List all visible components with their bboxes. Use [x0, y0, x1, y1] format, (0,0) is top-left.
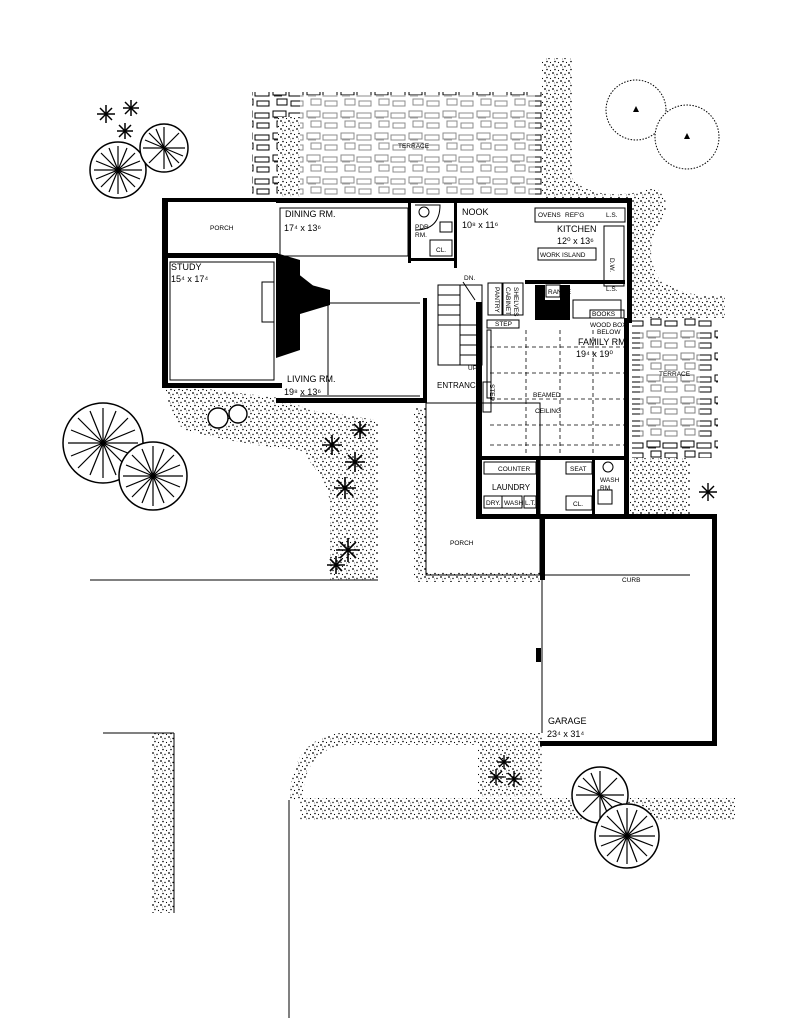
nook-dim: 10⁸ x 11⁶ [462, 220, 499, 230]
dw-label: D.W. [608, 258, 615, 272]
living-dim: 19⁸ x 13⁶ [284, 387, 321, 397]
garage-dim: 23⁴ x 31⁴ [547, 729, 584, 739]
dining-label: DINING RM. [285, 209, 336, 219]
gravel-right-bed [630, 458, 690, 514]
step-label-2: STEP [488, 384, 495, 401]
fixture-labels: OVENS REF'G L.S. L.S. D.W. WORK ISLAND C… [436, 212, 640, 584]
tree-top-left-1 [89, 141, 147, 199]
stair-down-label: DN. [464, 275, 475, 282]
wood-box-below-label: BELOW [597, 329, 621, 336]
shrub-top-left-b [123, 100, 139, 116]
closet-label-2: CL. [573, 501, 583, 508]
study-dim: 15⁴ x 17⁴ [171, 274, 208, 284]
staircase [437, 281, 483, 366]
gravel-front-left [165, 385, 378, 580]
counter-label: COUNTER [498, 466, 530, 473]
pdr-label: PDR [415, 224, 429, 231]
range-label: RANGE [548, 289, 572, 296]
entrance-label: ENTRANCE [437, 381, 481, 390]
pdr-label-2: RM. [415, 232, 427, 239]
interior-details [169, 204, 626, 733]
site-lines [90, 574, 690, 1018]
family-dim: 19⁴ x 19⁰ [576, 349, 613, 359]
tree-top-left-2 [139, 123, 189, 173]
beamed-label: BEAMED [533, 392, 561, 399]
garage-label: GARAGE [548, 716, 587, 726]
gravel-bottom-strip [300, 798, 735, 820]
shrub-top-left-a [97, 105, 115, 123]
washer-label: WASH. [504, 500, 525, 507]
porch-left-label: PORCH [210, 225, 234, 232]
beamed-ceiling [490, 330, 624, 455]
closet-label-1: CL. [436, 247, 446, 254]
gravel-curb-curve [290, 733, 542, 800]
kitchen-label: KITCHEN [557, 224, 597, 234]
gravel-walk-bottom [414, 572, 540, 582]
curb-label: CURB [622, 577, 640, 584]
terrace-right-label: TERRACE [659, 371, 691, 378]
dining-dim: 17⁴ x 13⁶ [284, 223, 321, 233]
shelves-label: SHELVES [512, 287, 519, 317]
tree-top-right-2 [654, 104, 720, 170]
gravel-garage-front [478, 745, 542, 797]
study-label: STUDY [171, 262, 202, 272]
work-island-label: WORK ISLAND [540, 252, 586, 259]
gravel-right-curve [542, 58, 725, 318]
stair-up-label: UP [468, 365, 477, 372]
laundry-label: LAUNDRY [492, 483, 531, 492]
dryer-label: DRY. [486, 500, 501, 507]
cabinet-label: CABINET [504, 287, 511, 315]
shrub-cluster-front [207, 404, 369, 574]
tree-top-right-1 [605, 79, 667, 141]
pantry-label: PANTRY [493, 287, 500, 313]
ceiling-label: CEILING [535, 408, 561, 415]
kitchen-dim: 12⁰ x 13⁶ [557, 236, 594, 246]
room-labels: TERRACE PORCH DINING RM. 17⁴ x 13⁶ PDR R… [171, 143, 691, 739]
trees [62, 79, 720, 869]
terraces [252, 92, 718, 458]
ref-label: REF'G [565, 212, 584, 219]
wash-rm-label-2: RM. [600, 485, 612, 492]
walls [162, 198, 717, 746]
shrubs-garage-front [488, 755, 522, 787]
wash-rm-label: WASH [600, 477, 620, 484]
tree-bottom-right-2 [594, 803, 660, 869]
gravel-walk-strip [414, 408, 426, 580]
ls-label-2: L.S. [606, 286, 618, 293]
tree-front-left-2 [118, 441, 188, 511]
terrace-top-label: TERRACE [398, 143, 430, 150]
gravel-left-strip [152, 733, 174, 913]
ls-label-1: L.S. [606, 212, 618, 219]
shrub-top-left-c [117, 123, 133, 139]
seat-label: SEAT [570, 466, 587, 473]
nook-label: NOOK [462, 207, 489, 217]
living-label: LIVING RM. [287, 374, 336, 384]
books-label: BOOKS [592, 311, 616, 318]
ovens-label: OVENS [538, 212, 561, 219]
shrub-right-bed [699, 483, 717, 501]
laundry-tub-label: L.T. [525, 500, 536, 507]
porch-front-label: PORCH [450, 540, 474, 547]
step-label-1: STEP [495, 321, 512, 328]
family-label: FAMILY RM. [578, 337, 628, 347]
wood-box-label: WOOD BOX [590, 322, 627, 329]
